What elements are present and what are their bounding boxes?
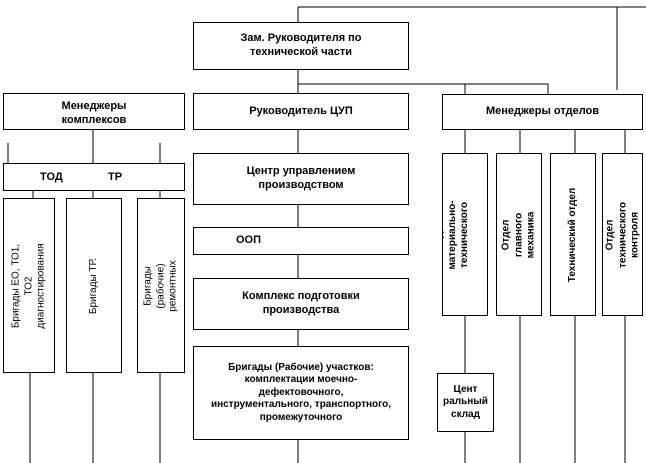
production-center-label: Центр управлением производством [246,165,356,191]
deputy-head-box: Зам. Руководителя по технической части [193,22,409,70]
dept-chief-mechanic-label: Отдел главного механика [500,211,537,258]
managers-complexes-label: Менеджеры комплексов [61,100,127,126]
head-tsup-box: Руководитель ЦУП [193,93,409,130]
brigades-sections-label: Бригады (Рабочие) участков: комплектации… [210,361,392,423]
dept-technical-label: Технический отдел [566,187,578,282]
dept-mto-box: Отдел материально- технического - [442,153,488,316]
brigades-repair-box: Бригады (рабочие) ремонтных [137,198,185,373]
tod-label: ТОД [40,171,63,183]
prep-complex-label: Комплекс подготовки производства [242,290,360,316]
oop-label: ООП [236,234,262,247]
production-center-box: Центр управлением производством [193,153,409,205]
prep-complex-box: Комплекс подготовки производства [193,278,409,330]
managers-departments-label: Менеджеры отделов [485,105,600,118]
central-warehouse-box: Цент ральный склад [437,373,494,432]
managers-departments-box: Менеджеры отделов [442,94,643,130]
dept-tech-control-label: Отдел технического контроля [603,201,640,268]
oop-box: ООП [193,227,409,255]
dept-mto-label: Отдел материально- технического - [442,199,487,270]
head-tsup-label: Руководитель ЦУП [249,104,353,117]
central-warehouse-label: Цент ральный склад [443,383,488,420]
brigades-tr-box: Бригады ТР. [66,198,122,373]
dept-tech-control-box: Отдел технического контроля [602,153,643,316]
dept-chief-mechanic-box: Отдел главного механика [496,153,542,316]
brigades-tr-label: Бригады ТР. [87,257,99,314]
tod-tr-box: ТОД ТР [3,163,185,191]
tr-label: ТР [108,171,123,183]
dept-technical-box: Технический отдел [550,153,596,316]
brigades-sections-box: Бригады (Рабочие) участков: комплектации… [193,346,409,440]
brigades-eo-label: Бригады ЕО, ТО1, ТО2 диагностирования [10,242,47,329]
managers-complexes-box: Менеджеры комплексов [3,93,185,130]
deputy-head-label: Зам. Руководителя по технической части [240,32,362,58]
brigades-eo-box: Бригады ЕО, ТО1, ТО2 диагностирования [3,198,55,373]
brigades-repair-label: Бригады (рабочие) ремонтных [142,259,179,312]
